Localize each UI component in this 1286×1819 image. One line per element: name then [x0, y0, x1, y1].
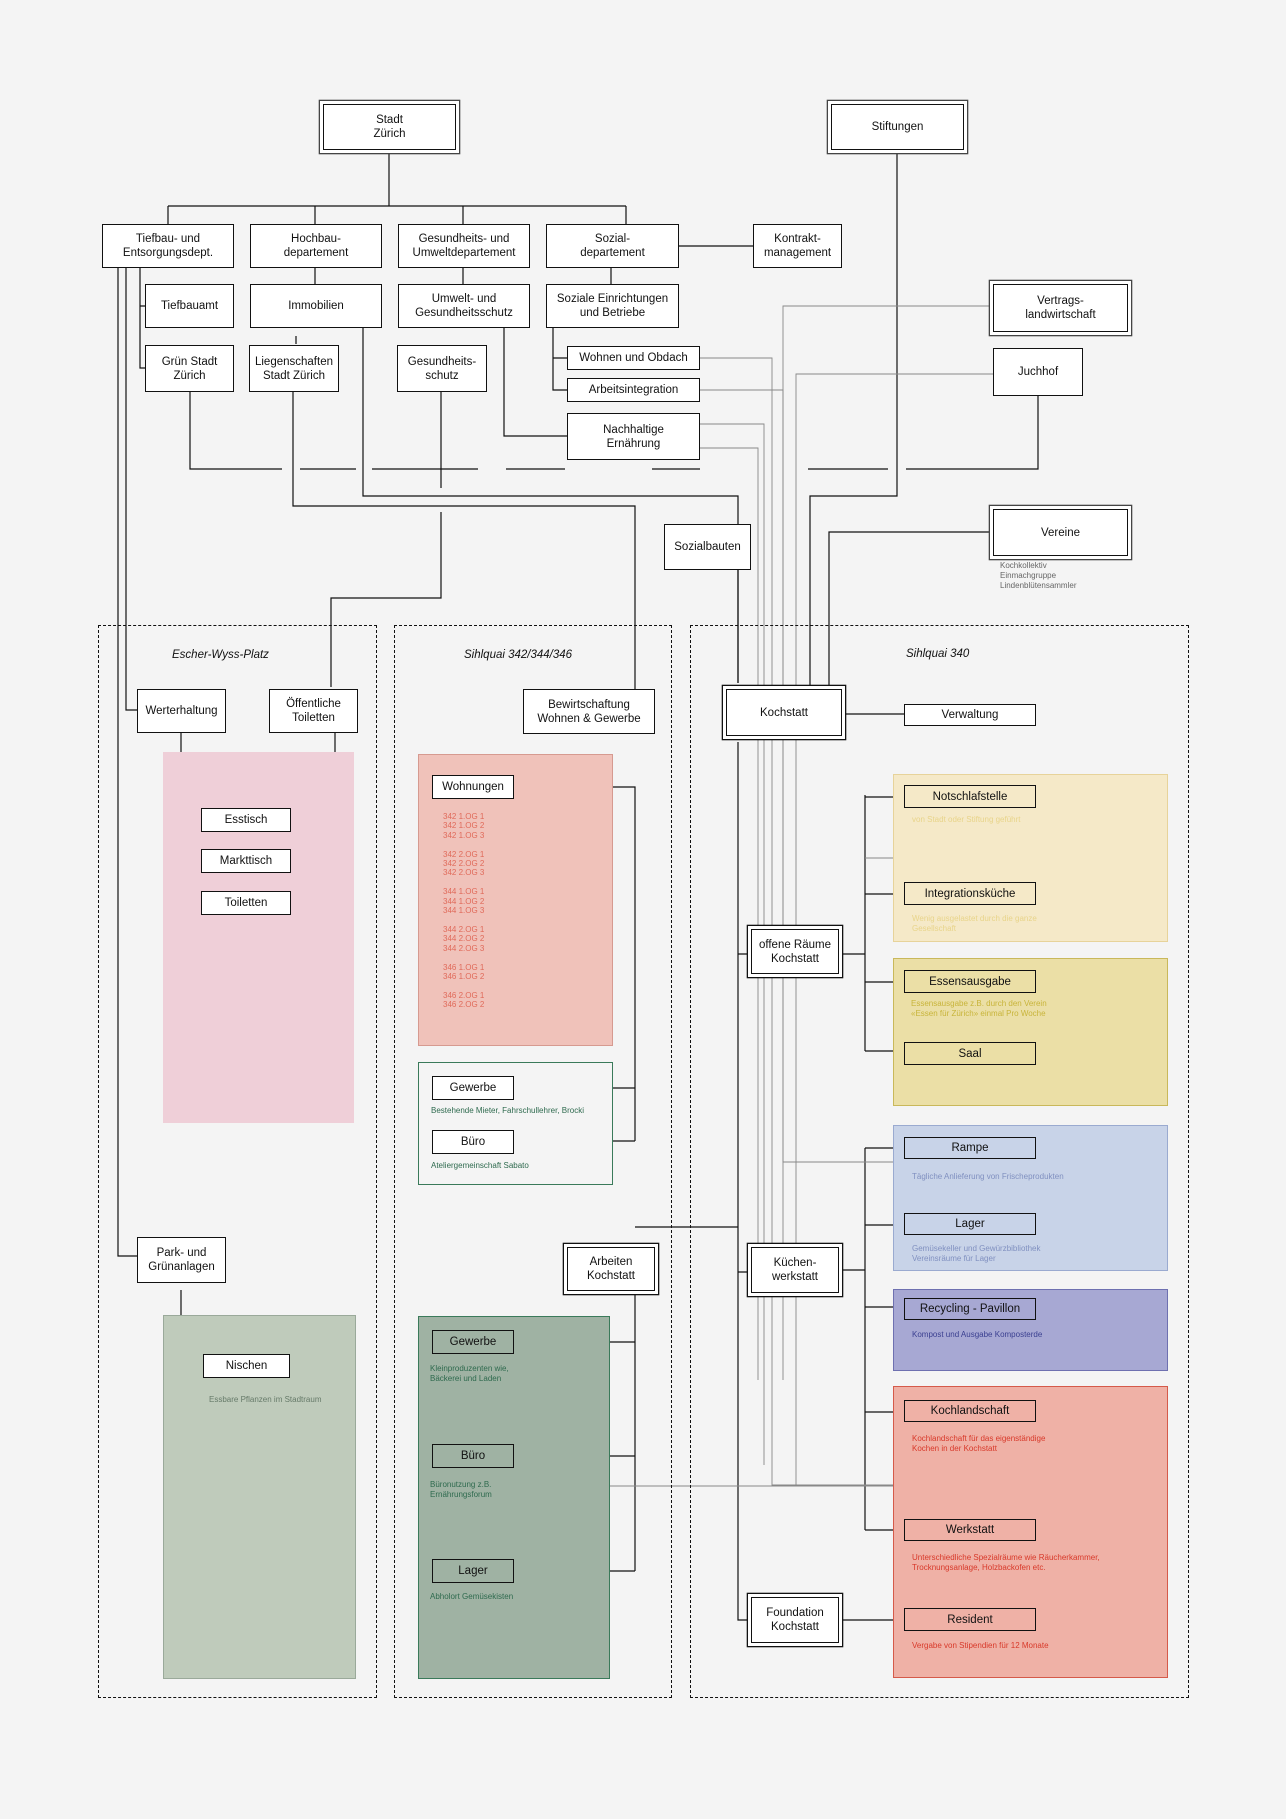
vereine-box[interactable]: Vereine [993, 509, 1128, 556]
umwelt-box[interactable]: Umwelt- und Gesundheitsschutz [398, 284, 530, 328]
kochlandschaft-box[interactable]: Kochlandschaft [904, 1400, 1036, 1422]
gewerbe-box[interactable]: Gewerbe [432, 1076, 514, 1100]
offene-raeume-box[interactable]: offene Räume Kochstatt [751, 929, 839, 974]
gewerbe2-note: Kleinproduzenten wie, Bäckerei und Laden [430, 1364, 509, 1383]
zone-title-sihlquai-340: Sihlquai 340 [906, 648, 970, 660]
gewerbe2-box[interactable]: Gewerbe [432, 1330, 514, 1354]
stadt-zurich-box[interactable]: Stadt Zürich [323, 104, 456, 150]
essensausgabe-note: Essensausgabe z.B. durch den Verein «Ess… [911, 999, 1047, 1018]
soziale-einrichtungen-box[interactable]: Soziale Einrichtungen und Betriebe [546, 284, 679, 328]
essensausgabe-box[interactable]: Essensausgabe [904, 970, 1036, 993]
buero2-note: Büronutzung z.B. Ernährungsforum [430, 1480, 492, 1499]
arbeiten-kochstatt-box[interactable]: Arbeiten Kochstatt [567, 1247, 655, 1291]
rampe-box[interactable]: Rampe [904, 1137, 1036, 1159]
kochstatt-box[interactable]: Kochstatt [726, 689, 842, 736]
kontrakt-box[interactable]: Kontrakt- management [753, 224, 842, 268]
zone-title-sihlquai-342: Sihlquai 342/344/346 [464, 649, 573, 661]
park-box[interactable]: Park- und Grünanlagen [137, 1237, 226, 1283]
sozial-box[interactable]: Sozial- departement [546, 224, 679, 268]
foundation-box[interactable]: Foundation Kochstatt [751, 1597, 839, 1643]
kuechenwerkstatt-box[interactable]: Küchen- werkstatt [751, 1247, 839, 1293]
lager-box[interactable]: Lager [904, 1213, 1036, 1235]
toiletten-box[interactable]: Toiletten [201, 891, 291, 915]
werkstatt-note: Unterschiedliche Spezialräume wie Räuche… [912, 1553, 1100, 1572]
nischen-box[interactable]: Nischen [203, 1354, 290, 1378]
integrationskueche-note: Wenig ausgelastet durch die ganze Gesell… [912, 914, 1037, 933]
resident-box[interactable]: Resident [904, 1608, 1036, 1631]
kochlandschaft-note: Kochlandschaft für das eigenständige Koc… [912, 1434, 1046, 1453]
markttisch-box[interactable]: Markttisch [201, 849, 291, 873]
zone-sihlquai-342 [394, 625, 672, 1698]
toiletten-public-box[interactable]: Öffentliche Toiletten [269, 689, 358, 733]
zone-title-escher: Escher-Wyss-Platz [172, 649, 269, 661]
lager-note: Gemüsekeller und Gewürzbibliothek Verein… [912, 1244, 1041, 1263]
notschlafstelle-box[interactable]: Notschlafstelle [904, 785, 1036, 808]
wohnen-obdach-box[interactable]: Wohnen und Obdach [567, 346, 700, 370]
integrationskueche-box[interactable]: Integrationsküche [904, 882, 1036, 905]
gruen-stadt-box[interactable]: Grün Stadt Zürich [145, 345, 234, 392]
saal-box[interactable]: Saal [904, 1042, 1036, 1065]
liegenschaften-box[interactable]: Liegenschaften Stadt Zürich [249, 345, 339, 392]
tiefbauamt-box[interactable]: Tiefbauamt [145, 284, 234, 328]
gesundheit-box[interactable]: Gesundheits- und Umweltdepartement [398, 224, 530, 268]
lager2-box[interactable]: Lager [432, 1559, 514, 1583]
recycling-box[interactable]: Recycling - Pavillon [904, 1298, 1036, 1320]
arbeiten-area [418, 1316, 610, 1679]
hochbau-box[interactable]: Hochbau- departement [250, 224, 382, 268]
wohnungen-area [418, 754, 613, 1046]
gesundheitsschutz-box[interactable]: Gesundheits- schutz [397, 345, 487, 392]
bewirtschaftung-box[interactable]: Bewirtschaftung Wohnen & Gewerbe [523, 689, 655, 734]
juchhof-box[interactable]: Juchhof [993, 348, 1083, 396]
werkstatt-box[interactable]: Werkstatt [904, 1519, 1036, 1541]
notschlafstelle-note: von Stadt oder Stiftung geführt [912, 815, 1021, 824]
zone-sihlquai-340 [690, 625, 1189, 1698]
nischen-note: Essbare Pflanzen im Stadtraum [209, 1395, 322, 1404]
gewerbe-note: Bestehende Mieter, Fahrschullehrer, Broc… [431, 1106, 584, 1115]
arbeitsintegration-box[interactable]: Arbeitsintegration [567, 378, 700, 402]
wohnungen-box[interactable]: Wohnungen [432, 775, 514, 799]
werterhaltung-box[interactable]: Werterhaltung [137, 689, 226, 733]
nachhaltige-box[interactable]: Nachhaltige Ernährung [567, 413, 700, 460]
tiefbau-box[interactable]: Tiefbau- und Entsorgungsdept. [102, 224, 234, 268]
immobilien-box[interactable]: Immobilien [250, 284, 382, 328]
vertragslandwirtschaft-box[interactable]: Vertrags- landwirtschaft [993, 284, 1128, 332]
verwaltung-box[interactable]: Verwaltung [904, 704, 1036, 726]
buero2-box[interactable]: Büro [432, 1444, 514, 1468]
esstisch-box[interactable]: Esstisch [201, 808, 291, 832]
wohnungen-list: 342 1.OG 1 342 1.OG 2 342 1.OG 3 342 2.O… [443, 812, 485, 1010]
recycling-note: Kompost und Ausgabe Komposterde [912, 1330, 1043, 1339]
vereine-note: Kochkollektiv Einmachgruppe Lindenblüten… [1000, 561, 1077, 590]
buero-note: Ateliergemeinschaft Sabato [431, 1161, 529, 1170]
stiftungen-box[interactable]: Stiftungen [831, 104, 964, 150]
resident-note: Vergabe von Stipendien für 12 Monate [912, 1641, 1049, 1650]
rampe-note: Tägliche Anlieferung von Frischeprodukte… [912, 1172, 1064, 1181]
zone-escher [98, 625, 377, 1698]
lager2-note: Abholort Gemüsekisten [430, 1592, 514, 1601]
sozialbauten-box[interactable]: Sozialbauten [664, 524, 751, 570]
buero-box[interactable]: Büro [432, 1130, 514, 1154]
